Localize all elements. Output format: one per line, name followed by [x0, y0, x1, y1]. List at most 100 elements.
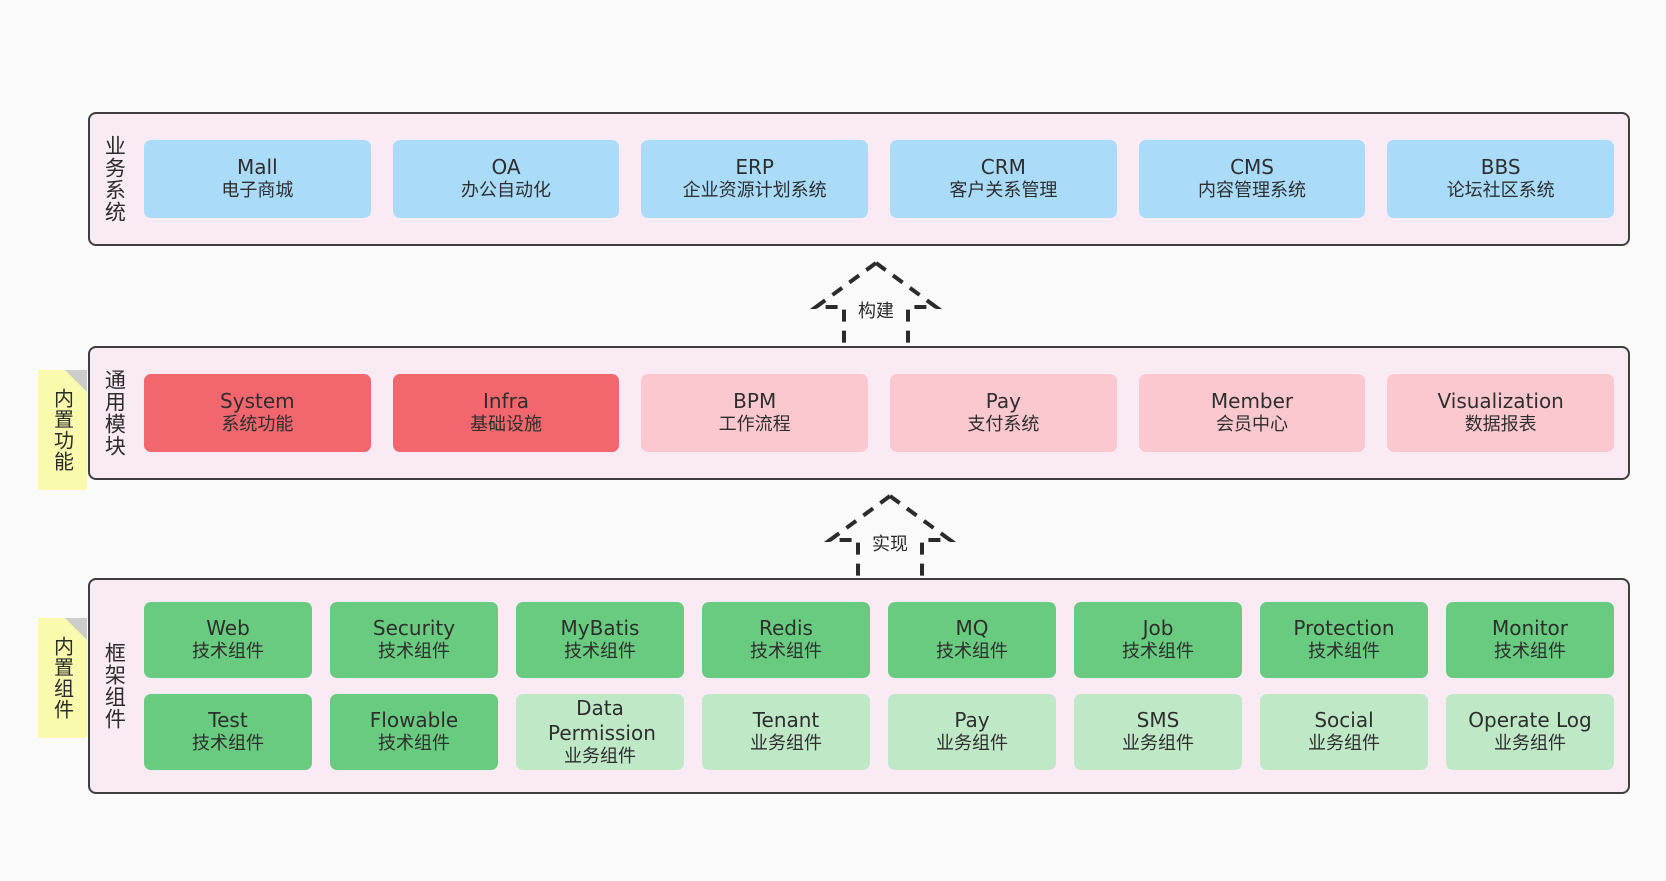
component-subtitle: 业务组件 [564, 745, 636, 767]
module-box-mall[interactable]: Mall 电子商城 [144, 140, 371, 218]
component-subtitle: 技术组件 [750, 641, 822, 663]
component-subtitle: 技术组件 [1494, 641, 1566, 663]
component-subtitle: 技术组件 [936, 641, 1008, 663]
box-row: Test 技术组件 Flowable 技术组件 Data Permission … [144, 694, 1614, 770]
module-subtitle: 论坛社区系统 [1446, 180, 1555, 202]
module-box-erp[interactable]: ERP 企业资源计划系统 [641, 140, 869, 218]
component-title: Security [372, 616, 456, 641]
module-box-cms[interactable]: CMS 内容管理系统 [1138, 140, 1366, 218]
component-box-flowable[interactable]: Flowable 技术组件 [330, 694, 498, 770]
sticky-note-builtin-features: 内置功能 [38, 370, 87, 490]
module-subtitle: 工作流程 [718, 414, 791, 436]
module-title: BBS [1480, 155, 1521, 180]
layer-framework-components: 框架组件 Web 技术组件 Security 技术组件 MyBatis 技术组件… [88, 578, 1630, 794]
module-subtitle: 客户关系管理 [949, 180, 1058, 202]
component-title: Tenant [752, 708, 820, 733]
layer-body-business-systems: Mall 电子商城 OA 办公自动化 ERP 企业资源计划系统 CRM 客户关系… [138, 114, 1628, 244]
component-box-sms[interactable]: SMS 业务组件 [1074, 694, 1242, 770]
module-subtitle: 企业资源计划系统 [682, 180, 827, 202]
layer-common-modules: 通用模块 System 系统功能 Infra 基础设施 BPM 工作流程 Pay… [88, 346, 1630, 480]
component-title: MQ [955, 616, 989, 641]
component-box-operate-log[interactable]: Operate Log 业务组件 [1446, 694, 1614, 770]
box-row: Mall 电子商城 OA 办公自动化 ERP 企业资源计划系统 CRM 客户关系… [144, 140, 1615, 218]
component-title: Pay [954, 708, 990, 733]
module-box-infra[interactable]: Infra 基础设施 [392, 374, 620, 452]
sticky-note-builtin-components: 内置组件 [38, 618, 87, 738]
build-connector: 构建 [786, 255, 966, 355]
component-title: Test [208, 708, 248, 733]
component-box-test[interactable]: Test 技术组件 [144, 694, 312, 770]
component-box-mq[interactable]: MQ 技术组件 [888, 602, 1056, 678]
component-box-monitor[interactable]: Monitor 技术组件 [1446, 602, 1614, 678]
component-subtitle: 业务组件 [1494, 733, 1566, 755]
component-title: Flowable [369, 708, 459, 733]
connector-label: 构建 [858, 301, 894, 322]
component-box-security[interactable]: Security 技术组件 [330, 602, 498, 678]
generalization-arrow-icon [823, 494, 957, 584]
module-title: OA [491, 155, 521, 180]
component-subtitle: 业务组件 [750, 733, 822, 755]
component-box-tenant[interactable]: Tenant 业务组件 [702, 694, 870, 770]
component-subtitle: 业务组件 [1308, 733, 1380, 755]
module-title: BPM [733, 389, 777, 414]
component-title: Redis [759, 616, 813, 641]
module-subtitle: 系统功能 [221, 414, 294, 436]
module-box-pay[interactable]: Pay 支付系统 [890, 374, 1117, 452]
box-row: System 系统功能 Infra 基础设施 BPM 工作流程 Pay 支付系统… [144, 374, 1615, 452]
module-title: System [220, 389, 295, 414]
module-subtitle: 办公自动化 [461, 180, 551, 202]
module-box-crm[interactable]: CRM 客户关系管理 [890, 140, 1117, 218]
component-box-protection[interactable]: Protection 技术组件 [1260, 602, 1428, 678]
module-title: CRM [980, 155, 1026, 180]
module-box-member[interactable]: Member 会员中心 [1138, 374, 1366, 452]
module-subtitle: 支付系统 [967, 414, 1040, 436]
component-title: Social [1314, 708, 1374, 733]
module-title: Infra [482, 389, 530, 414]
component-subtitle: 技术组件 [564, 641, 636, 663]
module-box-system[interactable]: System 系统功能 [144, 374, 371, 452]
layer-label-framework-components: 框架组件 [102, 642, 127, 730]
module-subtitle: 内容管理系统 [1198, 180, 1307, 202]
connector-label: 实现 [872, 534, 908, 555]
component-title: Protection [1293, 616, 1395, 641]
module-title: ERP [735, 155, 774, 180]
layer-business-systems: 业务系统 Mall 电子商城 OA 办公自动化 ERP 企业资源计划系统 CRM… [88, 112, 1630, 246]
component-box-pay[interactable]: Pay 业务组件 [888, 694, 1056, 770]
module-title: Mall [237, 155, 278, 180]
module-box-oa[interactable]: OA 办公自动化 [392, 140, 620, 218]
component-box-job[interactable]: Job 技术组件 [1074, 602, 1242, 678]
note-text: 内置组件 [50, 636, 75, 720]
component-subtitle: 技术组件 [1308, 641, 1380, 663]
component-subtitle: 业务组件 [936, 733, 1008, 755]
module-title: Visualization [1437, 389, 1564, 414]
component-box-web[interactable]: Web 技术组件 [144, 602, 312, 678]
module-box-bpm[interactable]: BPM 工作流程 [641, 374, 869, 452]
component-title: Monitor [1491, 616, 1569, 641]
component-subtitle: 技术组件 [192, 733, 264, 755]
component-box-social[interactable]: Social 业务组件 [1260, 694, 1428, 770]
component-box-mybatis[interactable]: MyBatis 技术组件 [516, 602, 684, 678]
component-title: Job [1142, 616, 1174, 641]
module-subtitle: 基础设施 [470, 414, 542, 436]
module-subtitle: 电子商城 [221, 180, 294, 202]
module-title: Pay [985, 389, 1021, 414]
module-title: Member [1210, 389, 1294, 414]
generalization-arrow-icon [809, 261, 943, 351]
component-box-redis[interactable]: Redis 技术组件 [702, 602, 870, 678]
layer-body-framework-components: Web 技术组件 Security 技术组件 MyBatis 技术组件 Redi… [138, 580, 1628, 792]
layer-label-common-modules: 通用模块 [102, 369, 127, 457]
module-subtitle: 会员中心 [1216, 414, 1289, 436]
note-text: 内置功能 [50, 388, 75, 472]
layer-body-common-modules: System 系统功能 Infra 基础设施 BPM 工作流程 Pay 支付系统… [138, 348, 1628, 478]
component-box-data-permission[interactable]: Data Permission 业务组件 [516, 694, 684, 770]
module-box-bbs[interactable]: BBS 论坛社区系统 [1387, 140, 1615, 218]
component-subtitle: 技术组件 [192, 641, 264, 663]
component-title: Data Permission [548, 696, 656, 745]
module-box-visualization[interactable]: Visualization 数据报表 [1387, 374, 1615, 452]
module-subtitle: 数据报表 [1464, 414, 1537, 436]
component-title: Web [206, 616, 250, 641]
module-title: CMS [1230, 155, 1274, 180]
component-title: Operate Log [1468, 708, 1592, 733]
component-subtitle: 技术组件 [378, 641, 450, 663]
component-title: MyBatis [560, 616, 640, 641]
